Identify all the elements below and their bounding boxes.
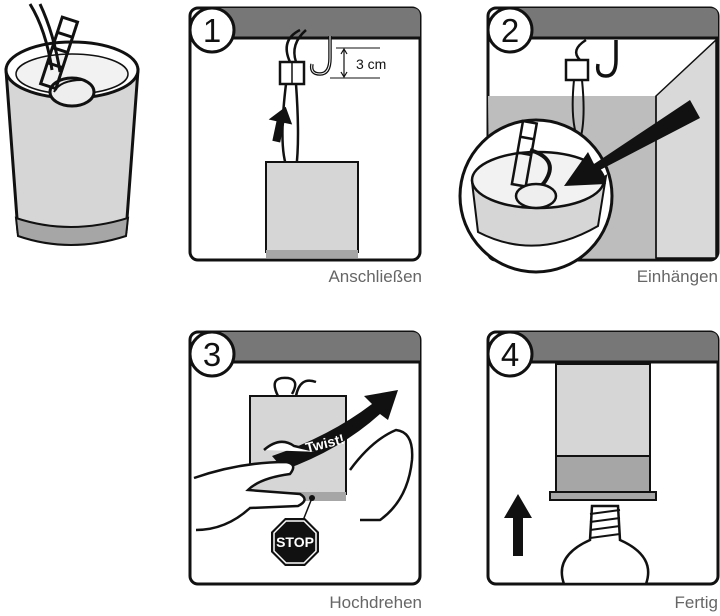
step-1-badge [188,6,236,54]
step-1-caption: Anschließen [328,267,422,286]
step-2-panel [458,6,720,274]
step-4-number: 4 [501,336,519,373]
step-2-number: 2 [501,12,519,49]
stop-sign-label: STOP [276,534,314,550]
step-3-caption: Hochdrehen [329,593,422,612]
step-4-panel [486,330,720,586]
step-3-number: 3 [203,336,221,373]
step-2-caption: Einhängen [636,267,718,286]
step-1-panel [188,6,422,262]
step-4-caption: Fertig [674,593,718,612]
distance-label: 3 cm [356,56,386,72]
step-1-number: 1 [203,12,221,49]
step-2-badge [486,6,534,54]
step-4-badge [486,330,534,378]
step-3-panel [188,330,422,586]
overview-lampshade [4,3,140,246]
step-3-badge [188,330,236,378]
